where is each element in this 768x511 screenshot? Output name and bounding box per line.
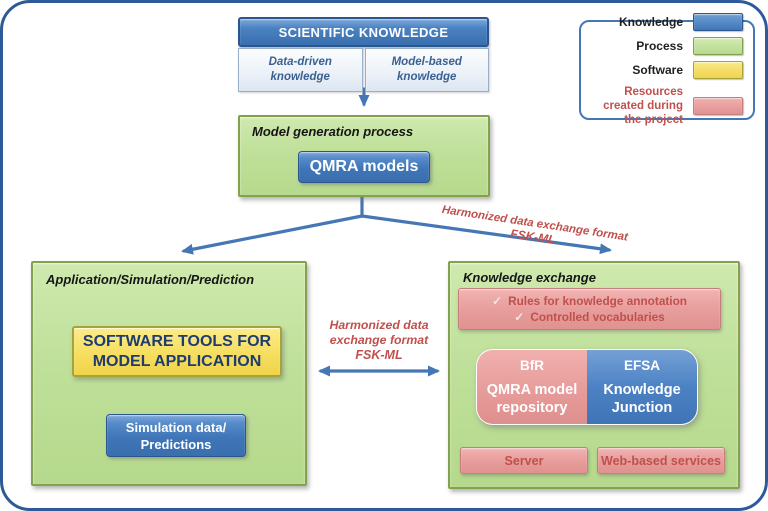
rule-vocabularies-text: Controlled vocabularies: [530, 310, 665, 324]
fork-annotation: Harmonized data exchange format FSK-ML: [419, 201, 648, 260]
application-panel: Application/Simulation/Prediction SOFTWA…: [31, 261, 307, 486]
legend-row-resources: Resources created during the project: [589, 82, 743, 130]
software-tools-line2: MODEL APPLICATION: [92, 352, 262, 370]
legend-swatch-resources: [693, 97, 743, 115]
software-tools-line1: SOFTWARE TOOLS FOR: [82, 332, 272, 350]
check-icon: ✓: [514, 310, 525, 324]
data-driven-knowledge-box: Data-driven knowledge: [238, 48, 363, 92]
rule-vocabularies: ✓ Controlled vocabularies: [514, 309, 664, 325]
bfr-name: QMRA model repository: [486, 381, 578, 416]
knowledge-exchange-panel: Knowledge exchange ✓ Rules for knowledge…: [448, 261, 740, 489]
knowledge-exchange-label: Knowledge exchange: [463, 270, 596, 285]
exchange-annotation-fskml: FSK-ML: [355, 348, 403, 362]
legend-label-process: Process: [636, 39, 683, 53]
efsa-org: EFSA: [623, 357, 660, 373]
rules-box: ✓ Rules for knowledge annotation ✓ Contr…: [458, 288, 721, 330]
software-tools-box: SOFTWARE TOOLS FOR MODEL APPLICATION: [72, 326, 282, 377]
exchange-annotation-line1: Harmonized data: [329, 318, 429, 332]
efsa-junction-box: EFSA Knowledge Junction: [587, 349, 698, 425]
legend-row-software: Software: [589, 58, 743, 82]
legend-label-knowledge: Knowledge: [618, 15, 683, 29]
legend-swatch-process: [693, 37, 743, 55]
legend-swatch-knowledge: [693, 13, 743, 31]
arrow-fork-left: [181, 214, 364, 255]
simulation-data-box: Simulation data/ Predictions: [106, 414, 246, 457]
legend-label-software: Software: [632, 63, 683, 77]
exchange-annotation: Harmonized data exchange format FSK-ML: [310, 318, 448, 363]
bfr-org: BfR: [520, 357, 544, 373]
legend-row-process: Process: [589, 34, 743, 58]
application-label: Application/Simulation/Prediction: [46, 272, 255, 287]
qmra-models-box: QMRA models: [298, 151, 430, 183]
legend-swatch-software: [693, 61, 743, 79]
rule-annotation: ✓ Rules for knowledge annotation: [492, 293, 687, 309]
legend-row-knowledge: Knowledge: [589, 10, 743, 34]
scientific-knowledge-block: SCIENTIFIC KNOWLEDGE Data-driven knowled…: [238, 17, 489, 92]
scientific-knowledge-title: SCIENTIFIC KNOWLEDGE: [238, 17, 489, 47]
repository-junction-combo: BfR QMRA model repository EFSA Knowledge…: [476, 349, 698, 425]
model-generation-label: Model generation process: [252, 124, 414, 139]
bfr-repository-box: BfR QMRA model repository: [476, 349, 587, 425]
legend: Knowledge Process Software Resources cre…: [579, 13, 755, 126]
simulation-data-line1: Simulation data/: [125, 419, 227, 435]
model-generation-panel: Model generation process QMRA models: [238, 115, 490, 197]
web-services-box: Web-based services: [597, 447, 725, 474]
model-based-knowledge-box: Model-based knowledge: [364, 48, 489, 92]
check-icon: ✓: [492, 294, 503, 308]
simulation-data-line2: Predictions: [140, 436, 212, 452]
rule-annotation-text: Rules for knowledge annotation: [508, 294, 687, 308]
legend-label-resources: Resources created during the project: [603, 86, 683, 126]
efsa-name: Knowledge Junction: [603, 381, 681, 416]
exchange-annotation-line2: exchange format: [329, 333, 429, 347]
server-box: Server: [460, 447, 588, 474]
